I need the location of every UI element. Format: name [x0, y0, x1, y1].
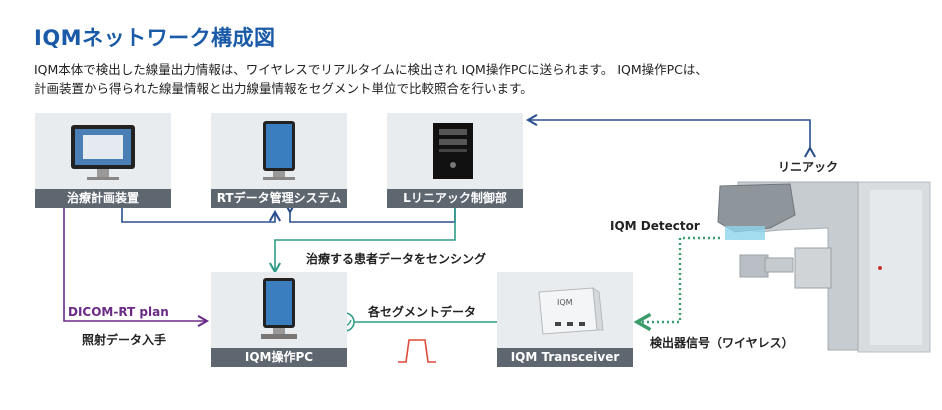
iqm-pc-node: IQM操作PC — [211, 272, 347, 367]
tablet-monitor-icon — [263, 121, 295, 180]
link-planning-rt — [121, 208, 282, 223]
link-control-linac — [525, 113, 817, 158]
iqm-pc-label: IQM操作PC — [211, 348, 347, 367]
wireless-label: 検出器信号（ワイヤレス） — [650, 336, 794, 350]
transceiver-label: IQM Transceiver — [497, 348, 633, 367]
monitor-icon — [71, 125, 135, 180]
link-detector-transceiver — [633, 236, 720, 332]
pulse-icon — [398, 339, 436, 363]
page-title: IQMネットワーク構成図 — [34, 26, 276, 50]
dicom-label: DICOM-RT plan — [68, 305, 169, 319]
transceiver-node: IQM IQM Transceiver — [497, 272, 633, 367]
description-line-2: 計画装置から得られた線量情報と出力線量情報をセグメント単位で比較照合を行います。 — [34, 81, 533, 96]
description: IQM本体で検出した線量出力情報は、ワイヤレスでリアルタイムに検出され IQM操… — [34, 60, 708, 98]
linac-control-label: Lリニアック制御部 — [387, 189, 523, 208]
planning-label: 治療計画装置 — [35, 189, 171, 208]
linac-illustration — [717, 181, 931, 353]
receive-label: 照射データ入手 — [82, 333, 167, 347]
segment-label: 各セグメントデータ — [368, 305, 477, 319]
planning-node: 治療計画装置 — [35, 113, 171, 208]
device-logo: IQM — [557, 298, 573, 307]
description-line-1: IQM本体で検出した線量出力情報は、ワイヤレスでリアルタイムに検出され IQM操… — [34, 62, 708, 77]
link-planning-pc — [63, 208, 210, 328]
rt-system-label: RTデータ管理システム — [211, 189, 347, 208]
transceiver-device-icon — [538, 287, 604, 335]
computer-tower-icon — [433, 123, 473, 179]
rt-system-node: RTデータ管理システム — [211, 113, 347, 208]
link-control-pc — [268, 208, 456, 275]
sensing-label: 治療する患者データをセンシング — [306, 252, 487, 266]
linac-control-node: Lリニアック制御部 — [387, 113, 523, 208]
pc-icon — [261, 278, 297, 339]
link-rt-control — [283, 202, 456, 223]
linac-label: リニアック — [778, 160, 839, 174]
detector-label: IQM Detector — [610, 219, 700, 233]
